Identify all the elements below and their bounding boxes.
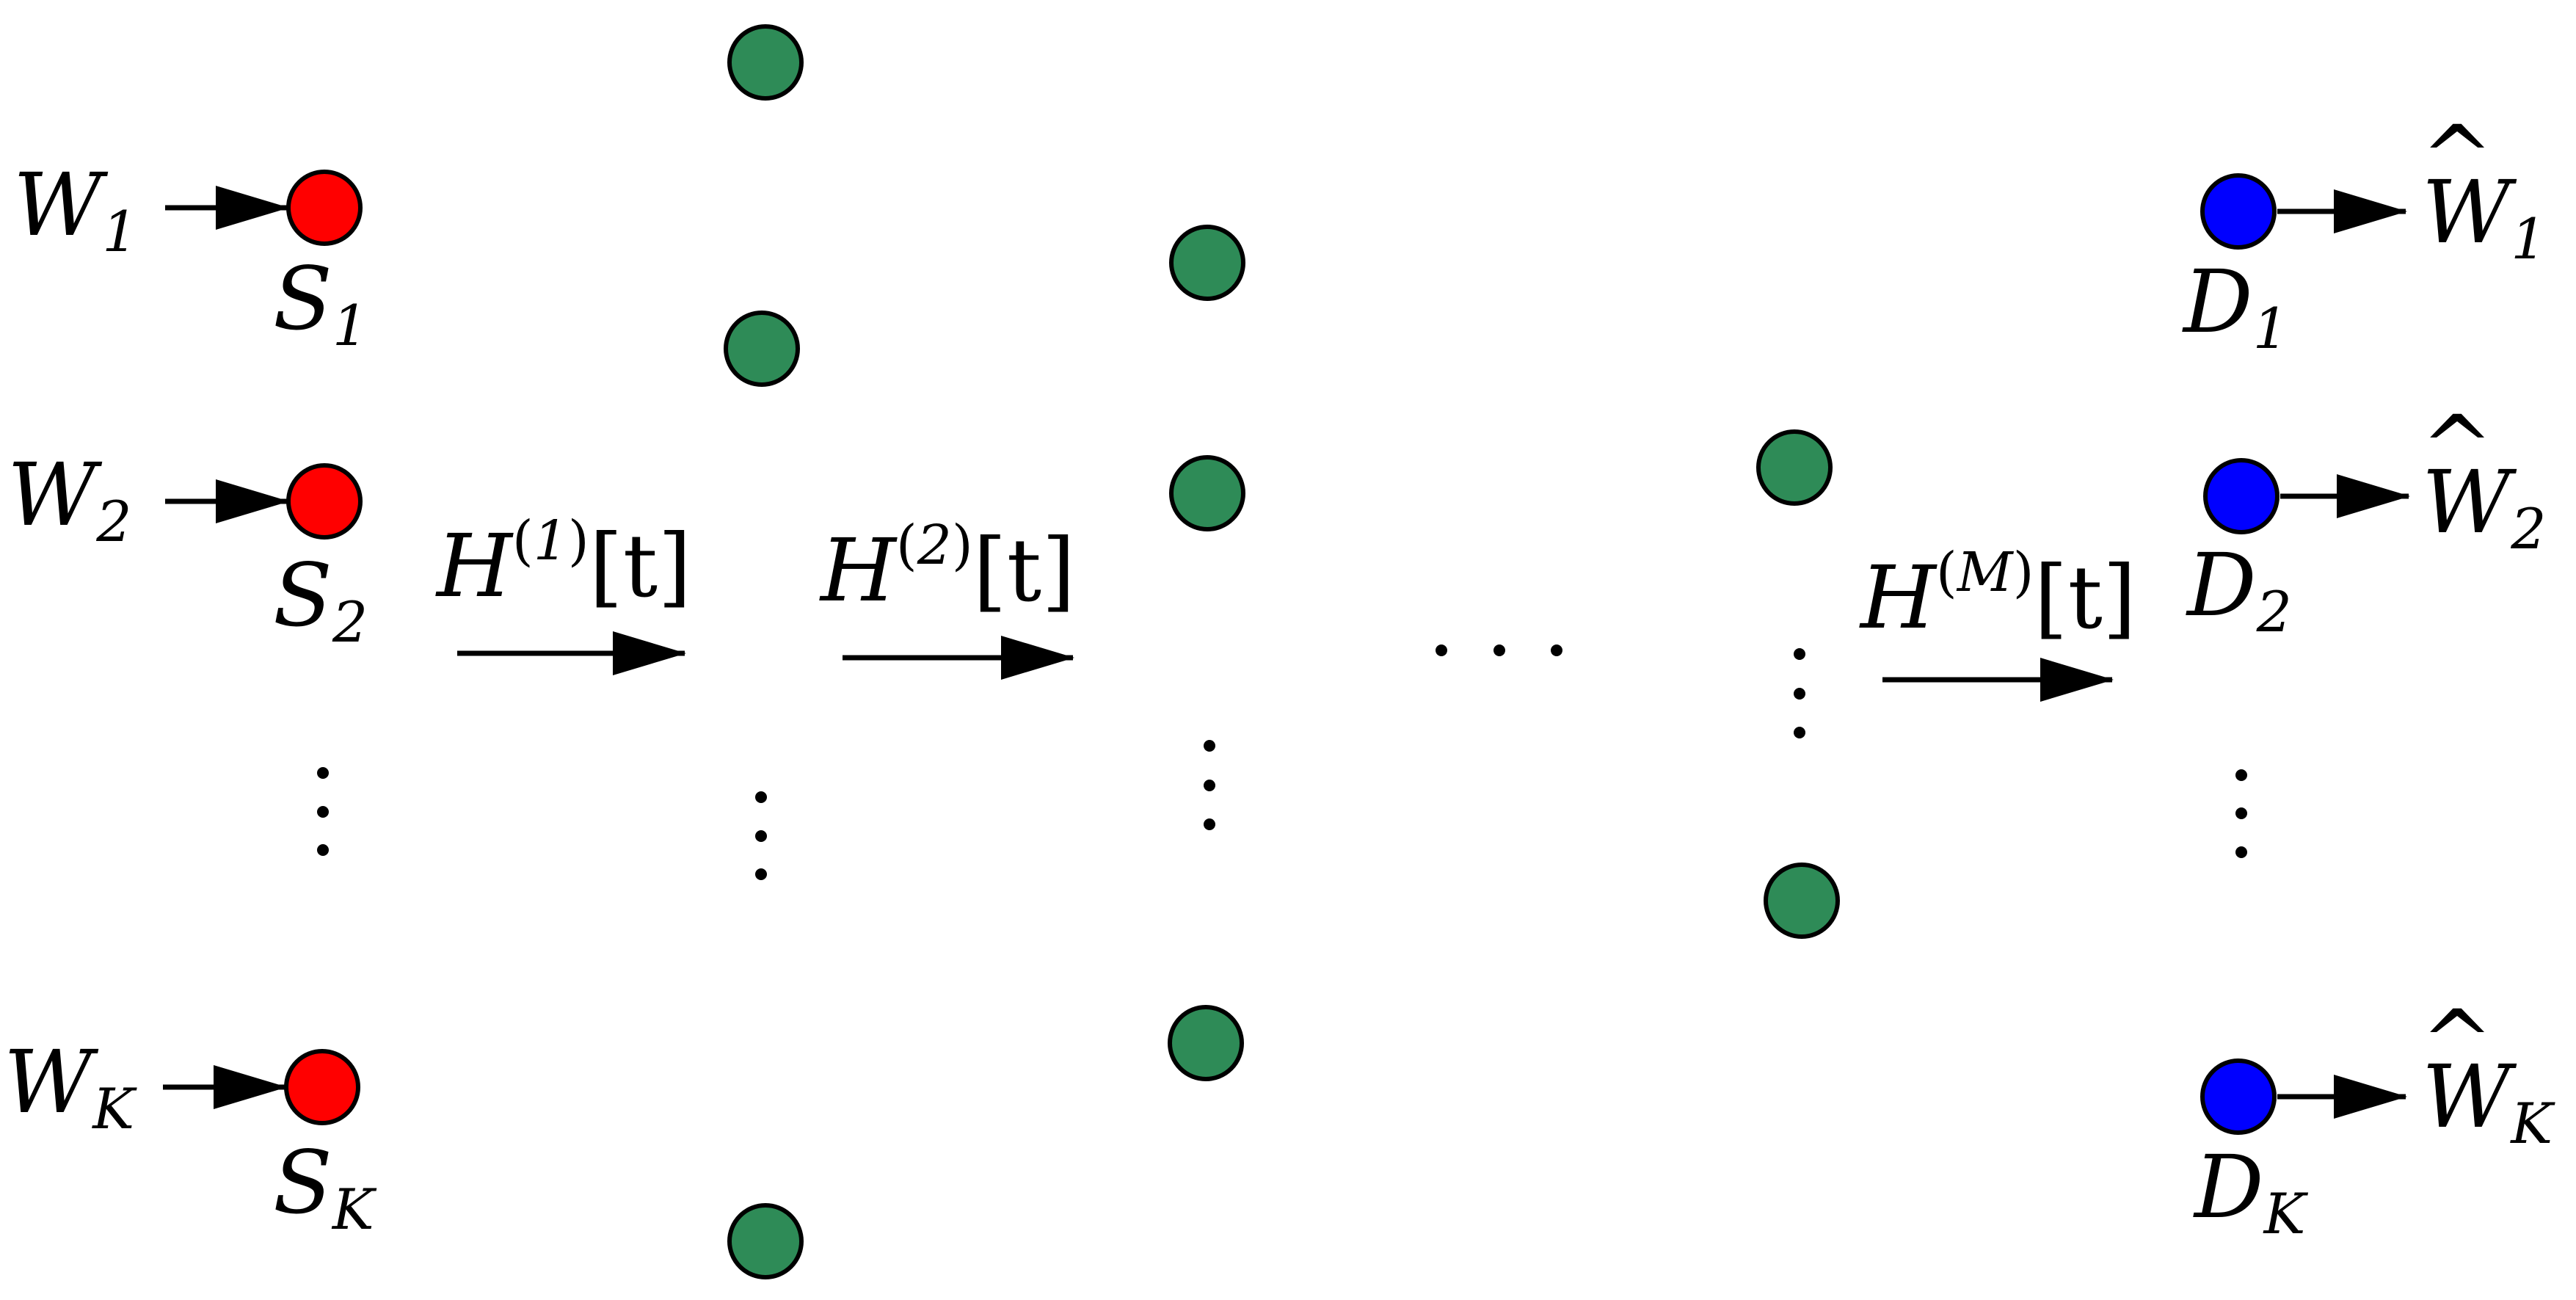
svg-text:^: ^: [2421, 396, 2494, 498]
source-node-2: [286, 463, 363, 540]
relay-layer1-node-1: [727, 24, 804, 101]
destination-label-dk: DK: [2193, 1136, 2309, 1246]
source-vertical-ellipsis: [317, 767, 329, 856]
destination-node-2: [2203, 458, 2280, 534]
relay-layer1-node-3: [727, 1203, 804, 1279]
channel-label-h2: H(2)[t]: [819, 514, 1075, 621]
destination-node-1: [2200, 173, 2277, 250]
source-label-s2: S2: [273, 545, 368, 655]
destination-vertical-ellipsis: [2235, 769, 2247, 858]
source-node-1: [286, 170, 363, 246]
relay-layer2-vertical-ellipsis: [1204, 740, 1215, 830]
relay-layer2-node-3: [1168, 1005, 1244, 1081]
channel-label-hm: H(M)[t]: [1859, 541, 2136, 648]
destination-label-d2: D2: [2186, 534, 2292, 644]
layer-horizontal-ellipsis: [1436, 644, 1562, 656]
svg-text:W1: W1: [2422, 161, 2547, 272]
relay-layerm-node-2: [1764, 863, 1840, 939]
channel-label-h1: H(1)[t]: [435, 509, 691, 617]
relay-layer2-node-1: [1169, 225, 1245, 301]
relay-layer1-node-2: [724, 311, 800, 387]
svg-text:W2: W2: [2422, 451, 2547, 562]
output-label-what1: ^ W1: [2421, 106, 2547, 272]
relay-layer2-node-2: [1169, 455, 1245, 531]
input-label-w2: W2: [7, 444, 132, 554]
relay-layerm-vertical-ellipsis: [1794, 648, 1805, 738]
output-label-what2: ^ W2: [2421, 396, 2547, 562]
svg-text:WK: WK: [2422, 1046, 2555, 1156]
source-node-k: [284, 1049, 360, 1125]
input-label-w1: W1: [13, 154, 138, 264]
source-label-s1: S1: [273, 248, 368, 358]
svg-text:^: ^: [2421, 991, 2494, 1092]
relay-layer1-vertical-ellipsis: [755, 791, 767, 880]
destination-node-k: [2200, 1058, 2277, 1135]
relay-layerm-node-1: [1756, 429, 1833, 506]
input-label-wk: WK: [4, 1031, 137, 1141]
svg-text:^: ^: [2421, 106, 2494, 208]
destination-label-d1: D1: [2182, 251, 2288, 361]
source-label-sk: SK: [273, 1132, 377, 1242]
output-label-whatk: ^ WK: [2421, 991, 2556, 1156]
